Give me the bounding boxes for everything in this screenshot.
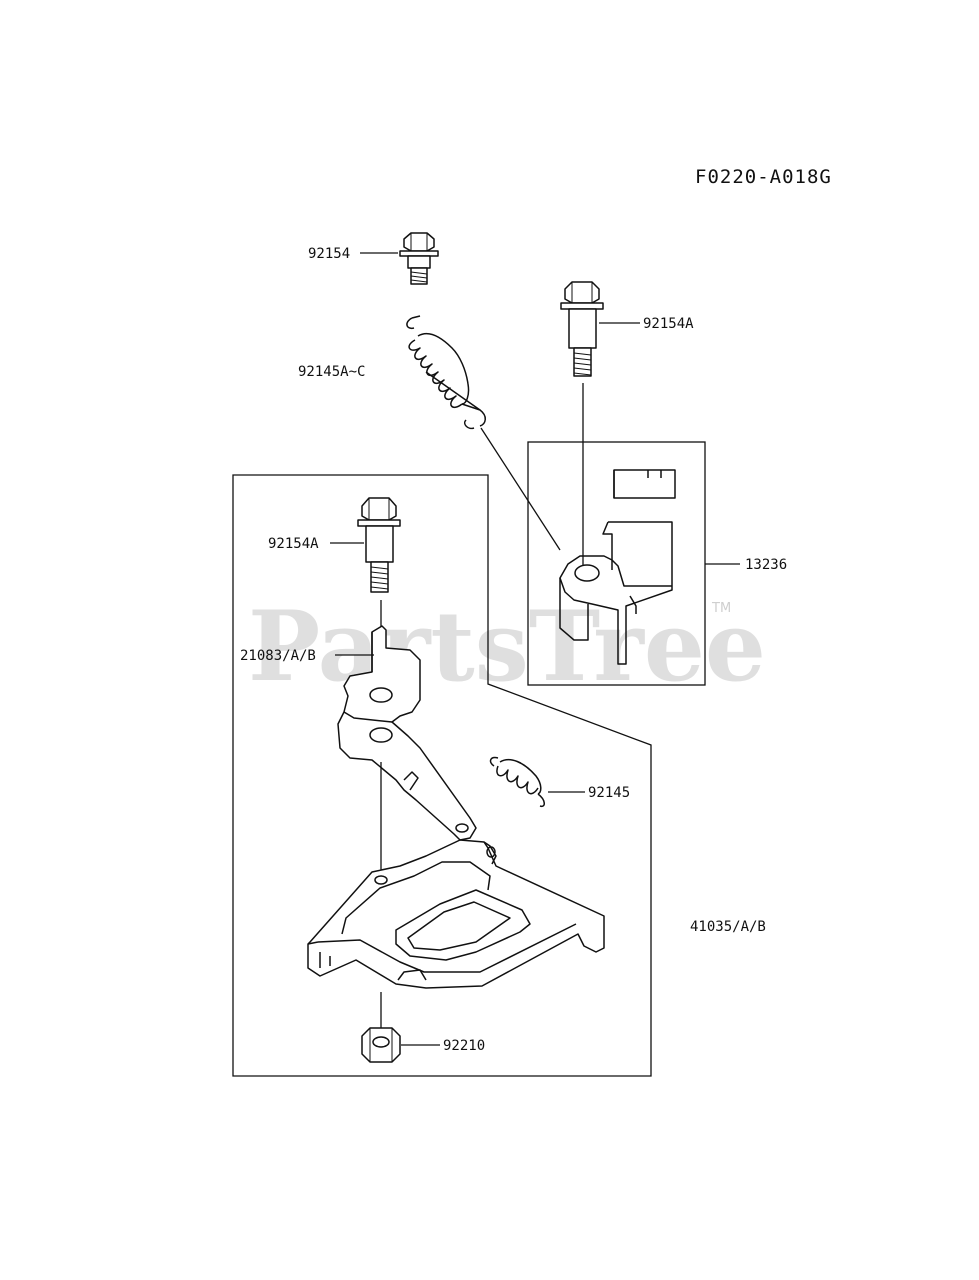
lever-21083 — [337, 625, 477, 841]
spring-92145 — [489, 756, 545, 808]
nut-92210 — [361, 1027, 401, 1063]
reference-code: F0220-A018G — [695, 166, 832, 188]
bolt-92154A-upper — [560, 281, 604, 377]
label-92154A-upper: 92154A — [643, 316, 694, 332]
bolt-92154 — [399, 232, 439, 285]
leader-spring-to-bracket — [480, 427, 561, 551]
bolt-92154A-lower — [357, 497, 401, 593]
assembly-box-41035 — [232, 474, 652, 1077]
watermark: PartsTree — [248, 590, 766, 703]
label-21083: 21083/A/B — [240, 648, 316, 664]
label-13236: 13236 — [745, 557, 787, 573]
label-92154: 92154 — [308, 246, 350, 262]
label-41035: 41035/A/B — [690, 919, 766, 935]
watermark-tm: TM — [711, 601, 731, 616]
bracket-13236 — [559, 469, 676, 665]
label-92154A-lower: 92154A — [268, 536, 319, 552]
label-92145A-C: 92145A~C — [298, 364, 365, 380]
label-92210: 92210 — [443, 1038, 485, 1054]
spring-92145A-C — [406, 315, 486, 430]
plate-41035 — [307, 839, 605, 989]
label-92145: 92145 — [588, 785, 630, 801]
